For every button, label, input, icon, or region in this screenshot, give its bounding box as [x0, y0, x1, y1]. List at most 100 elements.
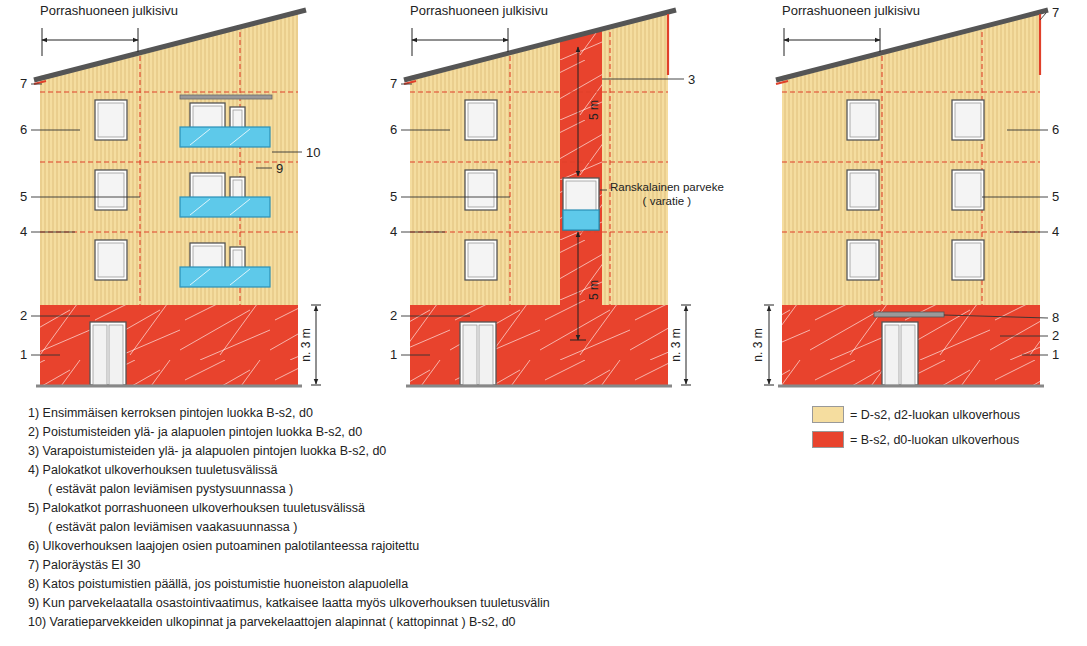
callout-number: 5 [390, 189, 397, 205]
leader-line [401, 232, 445, 233]
ground-line [36, 385, 302, 388]
leader-line [401, 130, 450, 131]
leader-line [256, 168, 272, 169]
window-pane [955, 173, 981, 207]
callout-number: 6 [1052, 122, 1059, 138]
leader-line [401, 197, 510, 198]
callout-number: 4 [20, 224, 27, 240]
window [952, 240, 984, 280]
callout-number: 4 [1052, 224, 1059, 240]
window [847, 240, 879, 280]
facade-detail [190, 269, 210, 285]
facade-detail [782, 91, 1040, 92]
facade-detail [412, 28, 413, 56]
fire-eave [667, 14, 669, 75]
french-balcony-label: Ranskalainen parveke ( varatie ) [610, 181, 724, 209]
legend-row: = B-s2, d0-luokan ulkoverhous [812, 431, 1019, 448]
facade-detail [410, 161, 668, 162]
dimension-label: n. 3 m [669, 328, 683, 361]
legend-swatch [812, 431, 844, 448]
facade-detail [901, 325, 915, 385]
leader-line [944, 315, 1048, 318]
leader-line [31, 232, 75, 233]
callout-number: 1 [20, 347, 27, 363]
dimension-label: 5 m [587, 100, 601, 120]
window-pane [468, 103, 494, 137]
facade-detail [138, 28, 139, 52]
callout-number: 5 [20, 189, 27, 205]
roof [34, 10, 306, 80]
leader-line [401, 84, 412, 85]
leader-line [272, 152, 302, 153]
roof [776, 10, 1048, 80]
callout-number: 1 [390, 347, 397, 363]
window [847, 100, 879, 140]
window-pane [850, 103, 876, 137]
leader-lines [31, 13, 1048, 355]
balcony-glass [180, 197, 270, 217]
facade-detail [463, 325, 477, 385]
facade-detail [410, 231, 668, 232]
note-text: 1) Ensimmäisen kerroksen pintojen luokka… [28, 404, 313, 423]
facade-detail [508, 28, 509, 52]
window [847, 170, 879, 210]
facade-detail [769, 306, 770, 384]
facade-detail [784, 28, 785, 56]
callout-number: 3 [688, 72, 695, 88]
window-pane [98, 173, 124, 207]
note-text: 10) Varatieparvekkeiden ulkopinnat ja pa… [28, 613, 516, 632]
legend-swatch [812, 406, 844, 423]
callout-number: 6 [390, 122, 397, 138]
french-balcony [563, 210, 599, 230]
facade-title: Porrashuoneen julkisivu [40, 3, 178, 19]
window [95, 240, 127, 280]
window-pane [955, 243, 981, 277]
facade-detail [784, 40, 880, 41]
facade-detail [311, 305, 321, 306]
dimension-label: n. 3 m [751, 328, 765, 361]
leader-line [1010, 232, 1048, 233]
facade-detail [190, 199, 210, 215]
facade-detail [190, 129, 210, 145]
escape-route-strip [560, 20, 602, 310]
note-text: 6) Ulkoverhouksen laajojen osien putoami… [28, 537, 419, 556]
leader-line [1007, 130, 1048, 131]
window [952, 170, 984, 210]
facade-detail [230, 269, 250, 285]
facade-detail [40, 91, 298, 92]
callout-number: 9 [276, 161, 283, 177]
note-text: 9) Kun parvekelaatalla osastointivaatimu… [28, 594, 550, 613]
leader-line [31, 130, 80, 131]
note-text: 7) Paloräystäs EI 30 [28, 556, 141, 575]
window-pane [955, 103, 981, 137]
facade-detail [479, 325, 493, 385]
facade-detail [578, 47, 579, 176]
callout-number: 2 [20, 308, 27, 324]
callout-number: 7 [1052, 5, 1059, 21]
callout-number: 8 [1052, 310, 1059, 326]
window [563, 178, 599, 230]
callout-number: 7 [390, 76, 397, 92]
window [465, 240, 497, 280]
facade-detail [570, 340, 586, 341]
facade-detail [316, 306, 317, 384]
building-facade [764, 0, 1048, 386]
window-pane [98, 243, 124, 277]
facade-detail [609, 0, 610, 305]
door [882, 322, 918, 385]
window [465, 170, 497, 210]
window [952, 100, 984, 140]
facade-detail [880, 28, 881, 52]
facade-detail [578, 232, 579, 340]
facade-detail [42, 28, 43, 56]
ground-line [406, 385, 672, 388]
legend-row: = D-s2, d2-luokan ulkoverhous [812, 406, 1020, 423]
ground-floor-band [410, 305, 668, 385]
leader-line [982, 197, 1048, 198]
leader-line [602, 79, 684, 80]
facade-detail [885, 325, 899, 385]
window-pane [850, 173, 876, 207]
leader-line [31, 316, 90, 317]
facade-detail [230, 129, 250, 145]
